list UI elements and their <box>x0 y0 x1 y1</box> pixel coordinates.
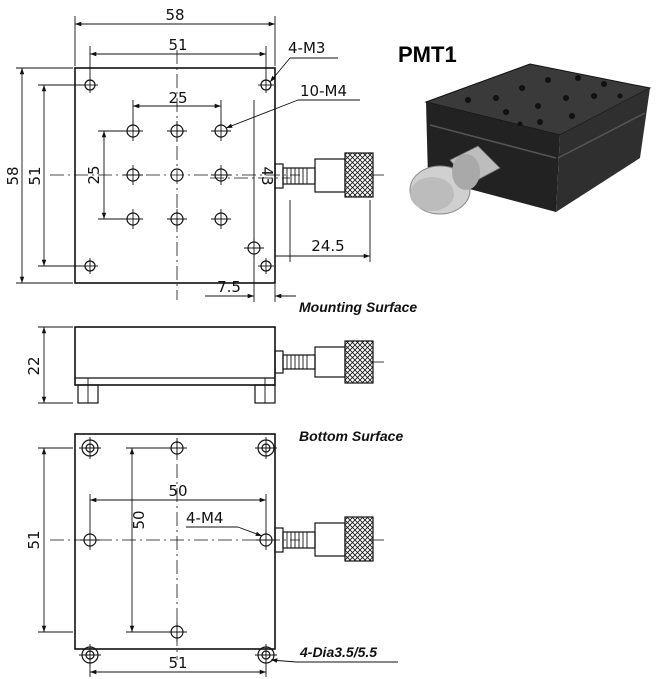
dim-text-58: 58 <box>165 6 184 24</box>
callout-10-m4: 10-M4 <box>225 82 360 129</box>
dim-overall-height: 58 <box>4 67 73 284</box>
callout-text-4-m4: 4-M4 <box>186 509 223 527</box>
dim-hole-pitch-x: 50 <box>89 482 267 533</box>
dim-text-43: 43 <box>258 166 276 185</box>
callout-text-4-dia: 4-Dia3.5/5.5 <box>299 644 377 660</box>
dim-text-24-5: 24.5 <box>311 237 344 255</box>
callout-text-4-m3: 4-M3 <box>288 39 325 57</box>
product-title: PMT1 <box>398 42 457 67</box>
dim-text-7-5: 7.5 <box>217 278 241 296</box>
dim-micrometer-extension: 24.5 <box>275 200 371 262</box>
grid-holes-m4 <box>123 121 264 258</box>
dim-hole-pitch-y: 50 <box>126 447 170 633</box>
callout-4-m3: 4-M3 <box>269 39 338 83</box>
dim-grid-pitch: 25 <box>132 89 222 124</box>
corner-holes-m3 <box>82 77 274 274</box>
bottom-holes-m4 <box>80 438 276 642</box>
dim-text-22: 22 <box>25 356 43 375</box>
bottom-view-outline <box>74 433 276 650</box>
dim-inner-width: 51 <box>89 36 267 78</box>
side-view-label: Mounting Surface <box>299 299 417 315</box>
dim-bottom-height: 51 <box>25 447 73 633</box>
dim-text-50-h: 50 <box>168 482 187 500</box>
side-view-outline <box>74 326 276 386</box>
side-view: Mounting Surface 22 <box>25 299 417 404</box>
dim-text-25-h: 25 <box>168 89 187 107</box>
dim-text-51-bottom: 51 <box>168 654 187 672</box>
dim-text-51-left: 51 <box>26 166 44 185</box>
dim-text-58-left: 58 <box>4 166 22 185</box>
dim-offset-43: 43 <box>253 100 276 241</box>
dim-text-51-bottom-left: 51 <box>25 530 43 549</box>
top-view: 58 51 25 58 51 <box>4 6 385 302</box>
dim-overall-width: 58 <box>74 6 276 66</box>
stage-photo <box>409 63 652 215</box>
callout-4-m4: 4-M4 <box>186 509 263 537</box>
dim-text-50-v: 50 <box>130 510 148 529</box>
callout-text-10-m4: 10-M4 <box>300 82 347 100</box>
dim-micrometer-offset: 7.5 <box>205 255 296 302</box>
product-block: PMT1 <box>398 42 652 215</box>
dim-bottom-width: 51 <box>89 654 267 677</box>
bottom-view: Bottom Surface <box>25 428 403 677</box>
dim-grid-pitch-vertical: 25 <box>85 130 126 220</box>
dim-text-51-top: 51 <box>168 36 187 54</box>
dim-inner-height: 51 <box>26 84 84 267</box>
counterbore-holes <box>79 437 277 666</box>
dim-text-25-v: 25 <box>85 165 103 184</box>
callout-counterbores: 4-Dia3.5/5.5 <box>270 644 398 663</box>
bottom-view-label: Bottom Surface <box>299 428 403 444</box>
top-micrometer <box>274 152 385 198</box>
